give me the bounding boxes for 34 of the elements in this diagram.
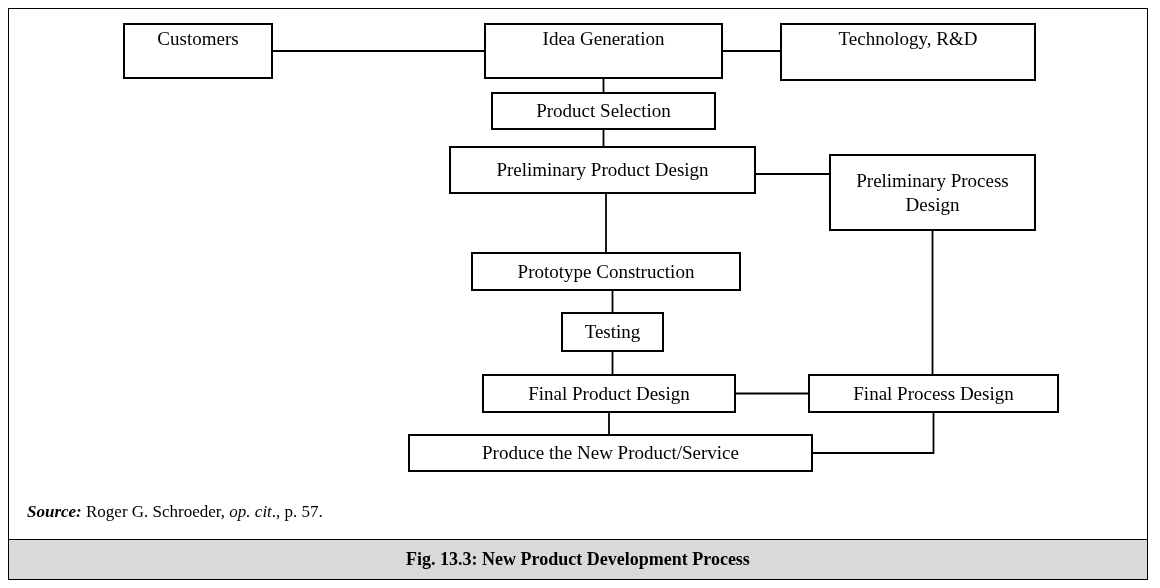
- source-note: Source: Roger G. Schroeder, op. cit., p. 57.: [27, 501, 323, 523]
- connector-line: [722, 50, 781, 52]
- process-box: [484, 23, 723, 79]
- process-box: [808, 374, 1059, 413]
- box-label: Produce the New Product/Service: [482, 441, 739, 465]
- process-box: [123, 23, 273, 79]
- process-box: [780, 23, 1036, 81]
- process-box: [561, 312, 664, 352]
- box-label: Final Process Design: [853, 381, 1014, 406]
- box-label: Preliminary Product Design: [496, 158, 709, 182]
- connector-line: [812, 412, 935, 454]
- process-box: [408, 434, 813, 472]
- connector-line: [611, 351, 614, 375]
- connector-line: [608, 412, 610, 435]
- box-label: Testing: [584, 320, 641, 344]
- process-box: [491, 92, 716, 130]
- figure-caption: Fig. 13.3: New Product Development Process: [406, 548, 750, 571]
- box-label: Final Product Design: [528, 381, 690, 406]
- connector-line: [931, 230, 934, 375]
- box-label: Preliminary Process Design: [855, 168, 1010, 217]
- box-label: Customers: [157, 27, 239, 51]
- connector-line: [611, 290, 614, 313]
- connector-line: [755, 173, 830, 175]
- process-box: [449, 146, 756, 194]
- process-box: [471, 252, 741, 291]
- box-label: Technology, R&D: [838, 27, 978, 51]
- process-box: [482, 374, 736, 413]
- box-label: Idea Generation: [542, 27, 665, 51]
- connector-line: [735, 392, 809, 395]
- connector-line: [272, 50, 485, 52]
- process-box: [829, 154, 1036, 231]
- connector-line: [605, 193, 607, 253]
- box-label: Product Selection: [536, 99, 671, 123]
- box-label: Prototype Construction: [517, 259, 695, 284]
